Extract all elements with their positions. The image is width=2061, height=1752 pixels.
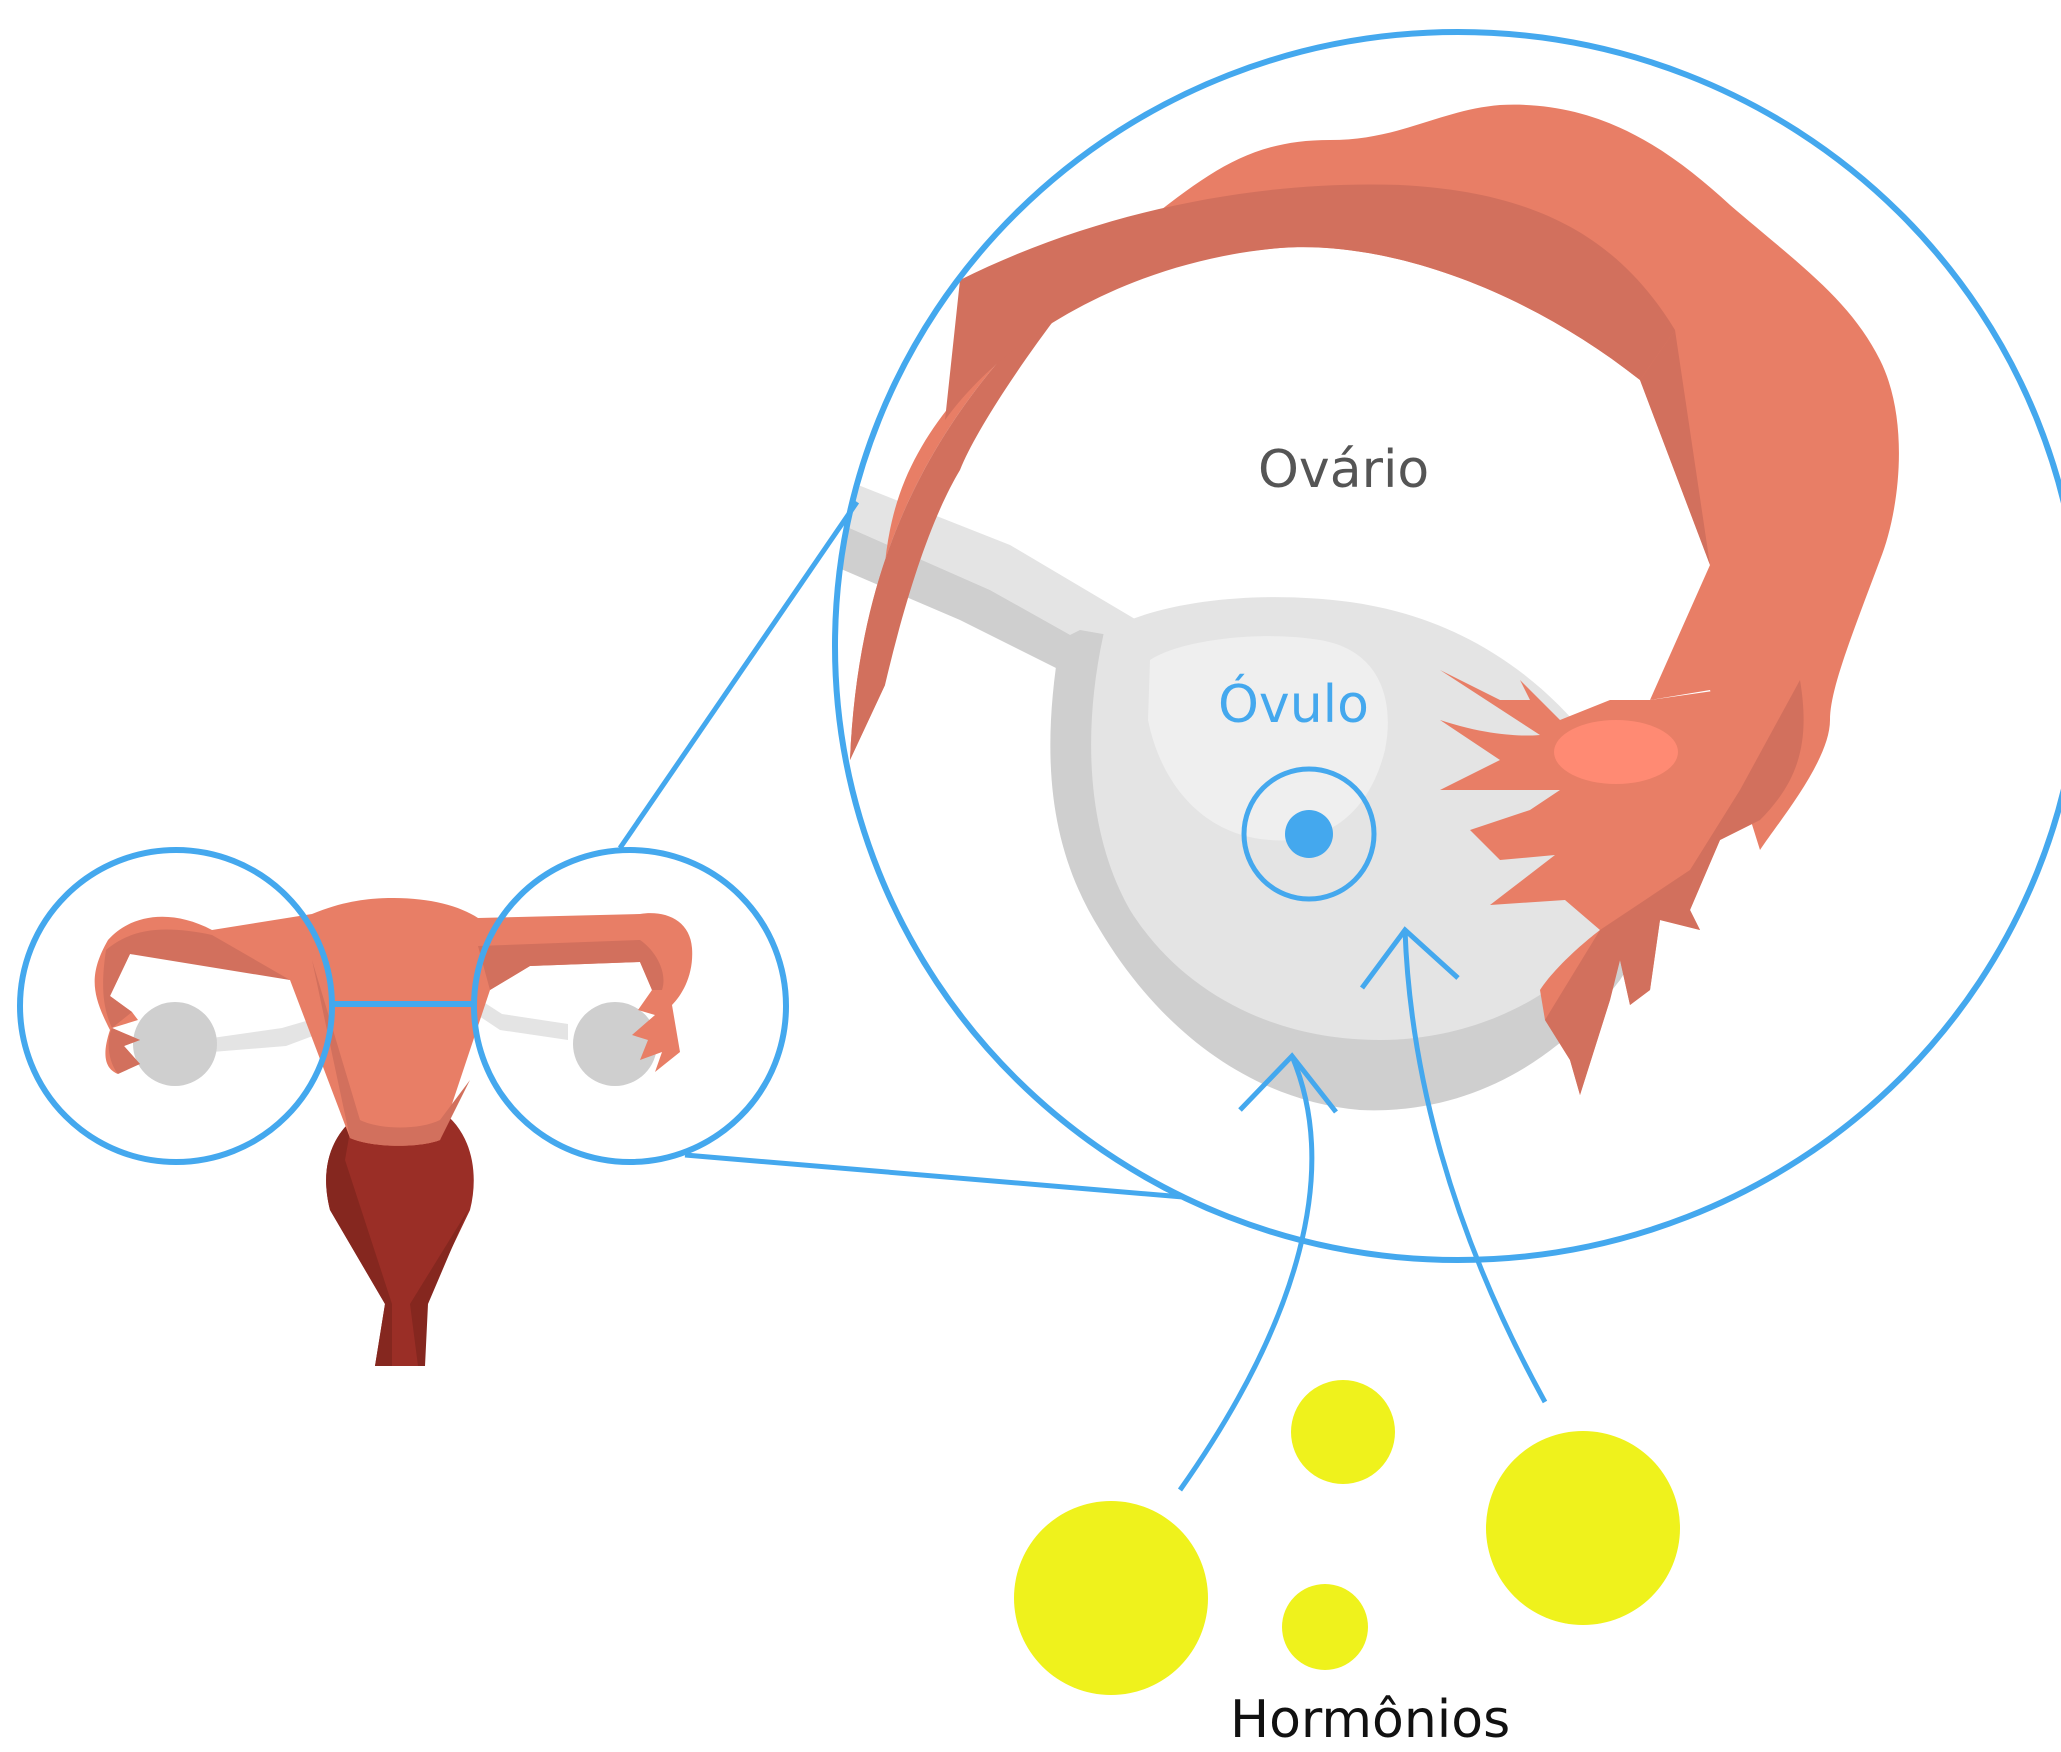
uterus-shade-right <box>478 940 663 990</box>
hormone-icon <box>1486 1431 1680 1625</box>
hormone-icon <box>1014 1501 1208 1695</box>
ovum-label: Óvulo <box>1218 675 1369 735</box>
uterus-icon <box>20 850 786 1366</box>
hormone-icon <box>1282 1584 1368 1670</box>
connector-line-top <box>620 502 857 848</box>
right-ovary <box>573 1002 657 1086</box>
zoomed-ovary-view <box>820 32 2061 1260</box>
hormone-particles <box>1014 1380 1680 1695</box>
ovary-label: Ovário <box>1258 440 1429 500</box>
fimbriae-opening <box>1554 720 1678 784</box>
hormone-icon <box>1291 1380 1395 1484</box>
hormones-label: Hormônios <box>1230 1690 1510 1750</box>
left-ovary <box>133 1002 217 1086</box>
connector-line-bottom <box>685 1155 1183 1197</box>
